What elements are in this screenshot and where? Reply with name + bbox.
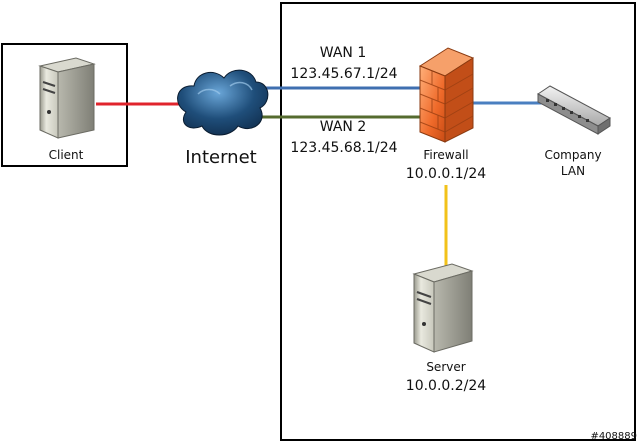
- company-network-box: [280, 2, 636, 441]
- client-label: Client: [49, 148, 84, 162]
- wan2-name-label: WAN 2: [320, 119, 366, 135]
- company-lan-label-line2: LAN: [561, 164, 585, 178]
- internet-label: Internet: [185, 147, 256, 168]
- switch-icon: [537, 85, 611, 135]
- wan1-name-label: WAN 1: [320, 45, 366, 61]
- firewall-ip-label: 10.0.0.1/24: [406, 166, 487, 182]
- watermark-label: #408889: [590, 431, 637, 442]
- firewall-label: Firewall: [423, 148, 468, 162]
- wan2-ip-label: 123.45.68.1/24: [290, 140, 397, 156]
- company-lan-label-line1: Company: [544, 148, 601, 162]
- firewall-icon: [418, 47, 475, 143]
- server-label: Server: [426, 360, 465, 374]
- server-ip-label: 10.0.0.2/24: [406, 378, 487, 394]
- client-server-icon: [38, 57, 96, 139]
- wan1-ip-label: 123.45.67.1/24: [290, 66, 397, 82]
- server-icon: [412, 263, 474, 353]
- internet-cloud-icon: [177, 69, 269, 136]
